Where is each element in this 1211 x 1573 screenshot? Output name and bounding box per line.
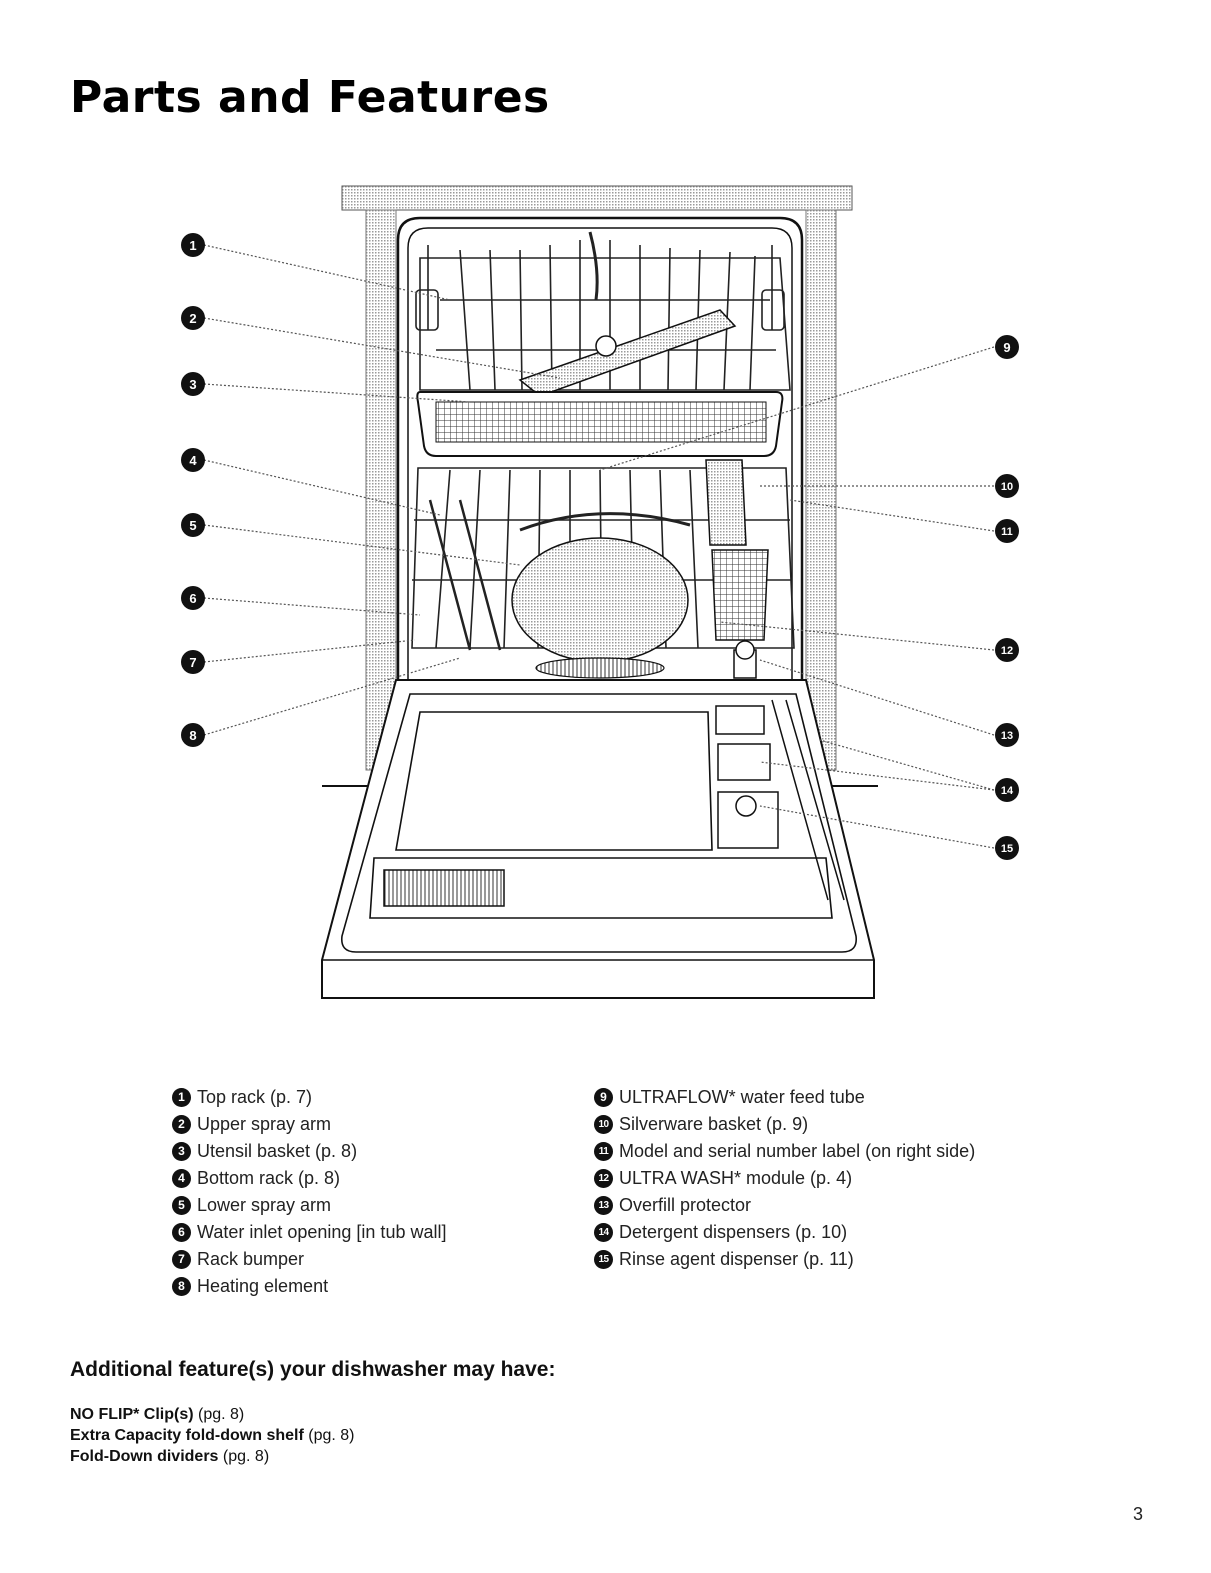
legend-text: Utensil basket (p. 8) — [197, 1141, 358, 1161]
legend-number: 10 — [594, 1115, 613, 1134]
feature-item: NO FLIP* Clip(s) (pg. 8) — [70, 1404, 355, 1425]
door — [321, 679, 875, 999]
legend-item: 9 ULTRAFLOW* water feed tube — [594, 1084, 975, 1111]
legend-text: Model and serial number label (on right … — [619, 1141, 976, 1161]
callout-6: 6 — [181, 586, 205, 610]
tub — [396, 216, 804, 690]
legend-text: Upper spray arm — [197, 1114, 332, 1134]
legend-text: Rinse agent dispenser (p. 11) — [619, 1249, 854, 1269]
additional-features-list: NO FLIP* Clip(s) (pg. 8) Extra Capacity … — [70, 1404, 355, 1467]
legend-item: 3 Utensil basket (p. 8) — [172, 1138, 446, 1165]
legend-item: 11 Model and serial number label (on righ… — [594, 1138, 975, 1165]
callout-5: 5 — [181, 513, 205, 537]
legend-item: 15 Rinse agent dispenser (p. 11) — [594, 1246, 975, 1273]
callout-3-number: 3 — [189, 377, 196, 392]
additional-features-heading: Additional feature(s) your dishwasher ma… — [70, 1358, 556, 1381]
legend-number: 3 — [172, 1142, 191, 1161]
callout-13: 13 — [995, 723, 1019, 747]
legend-item: 13 Overfill protector — [594, 1192, 975, 1219]
legend-text: Overfill protector — [619, 1195, 752, 1215]
legend-item: 6 Water inlet opening [in tub wall] — [172, 1219, 446, 1246]
feature-item: Extra Capacity fold-down shelf (pg. 8) — [70, 1425, 355, 1446]
legend-right: 9 ULTRAFLOW* water feed tube 10 Silverware… — [594, 1084, 975, 1273]
callout-8-number: 8 — [189, 728, 196, 743]
silverware-basket — [705, 459, 769, 641]
ultra-wash-module — [733, 640, 757, 679]
legend-number: 14 — [594, 1223, 613, 1242]
legend-number: 7 — [172, 1250, 191, 1269]
legend-number: 1 — [172, 1088, 191, 1107]
legend-number: 4 — [172, 1169, 191, 1188]
page-number: 3 — [1133, 1504, 1144, 1524]
callout-7: 7 — [181, 650, 205, 674]
legend-text: ULTRA WASH* module (p. 4) — [619, 1168, 853, 1188]
feature-name: Fold-Down dividers — [70, 1448, 219, 1465]
legend-number: 6 — [172, 1223, 191, 1242]
legend-text: Lower spray arm — [197, 1195, 332, 1215]
callout-6-number: 6 — [189, 591, 196, 606]
legend-text: Heating element — [197, 1276, 329, 1296]
feature-ref: (pg. 8) — [193, 1406, 245, 1423]
callout-2-number: 2 — [189, 311, 196, 326]
callout-8: 8 — [181, 723, 205, 747]
legend-text: Water inlet opening [in tub wall] — [197, 1222, 447, 1242]
legend-item: 8 Heating element — [172, 1273, 446, 1300]
feature-ref: (pg. 8) — [218, 1448, 270, 1465]
callout-4: 4 — [181, 448, 205, 472]
callout-9: 9 — [995, 335, 1019, 359]
page-title: Parts and Features — [70, 72, 550, 123]
legend-item: 4 Bottom rack (p. 8) — [172, 1165, 446, 1192]
legend-number: 8 — [172, 1277, 191, 1296]
legend-number: 2 — [172, 1115, 191, 1134]
lower-spray-arm — [511, 537, 689, 679]
callout-13-number: 13 — [1001, 730, 1013, 742]
legend-text: Rack bumper — [197, 1249, 305, 1269]
callout-1: 1 — [181, 233, 205, 257]
legend-item: 12 ULTRA WASH* module (p. 4) — [594, 1165, 975, 1192]
legend-text: ULTRAFLOW* water feed tube — [619, 1087, 865, 1107]
callout-11: 11 — [995, 519, 1019, 543]
legend-item: 7 Rack bumper — [172, 1246, 446, 1273]
leader-lines — [203, 244, 995, 849]
callout-10-number: 10 — [1001, 481, 1013, 493]
legend-number: 15 — [594, 1250, 613, 1269]
callout-14: 14 — [995, 778, 1019, 802]
dishwasher-diagram: 1 2 3 4 5 6 7 8 9 10 11 12 13 14 15 — [181, 185, 1019, 999]
feature-ref: (pg. 8) — [303, 1427, 355, 1444]
legend-left: 1 Top rack (p. 7) 2 Upper spray arm 3 Utens… — [172, 1084, 446, 1300]
feature-name: NO FLIP* Clip(s) — [70, 1406, 194, 1423]
callout-9-number: 9 — [1003, 340, 1010, 355]
callout-14-number: 14 — [1001, 785, 1014, 797]
callout-15-number: 15 — [1001, 843, 1013, 855]
upper-spray-arm — [518, 309, 737, 397]
legend-number: 9 — [594, 1088, 613, 1107]
legend-item: 5 Lower spray arm — [172, 1192, 446, 1219]
legend-text: Top rack (p. 7) — [197, 1087, 313, 1107]
callout-11-number: 11 — [1001, 526, 1013, 538]
callout-3: 3 — [181, 372, 205, 396]
legend-text: Detergent dispensers (p. 10) — [619, 1222, 848, 1242]
legend-number: 13 — [594, 1196, 613, 1215]
legend-item: 10 Silverware basket (p. 9) — [594, 1111, 975, 1138]
legend-number: 11 — [594, 1142, 613, 1161]
callout-4-number: 4 — [189, 453, 197, 468]
legend-item: 2 Upper spray arm — [172, 1111, 446, 1138]
callout-2: 2 — [181, 306, 205, 330]
callout-12: 12 — [995, 638, 1019, 662]
feature-name: Extra Capacity fold-down shelf — [70, 1427, 304, 1444]
legend-text: Bottom rack (p. 8) — [197, 1168, 341, 1188]
legend-number: 5 — [172, 1196, 191, 1215]
legend-item: 1 Top rack (p. 7) — [172, 1084, 446, 1111]
legend-item: 14 Detergent dispensers (p. 10) — [594, 1219, 975, 1246]
callout-12-number: 12 — [1001, 645, 1013, 657]
utensil-basket — [416, 391, 784, 457]
feature-item: Fold-Down dividers (pg. 8) — [70, 1446, 355, 1467]
callout-5-number: 5 — [189, 518, 196, 533]
callout-15: 15 — [995, 836, 1019, 860]
callout-7-number: 7 — [189, 655, 196, 670]
callout-1-number: 1 — [189, 238, 196, 253]
legend-number: 12 — [594, 1169, 613, 1188]
legend-text: Silverware basket (p. 9) — [619, 1114, 809, 1134]
callout-10: 10 — [995, 474, 1019, 498]
